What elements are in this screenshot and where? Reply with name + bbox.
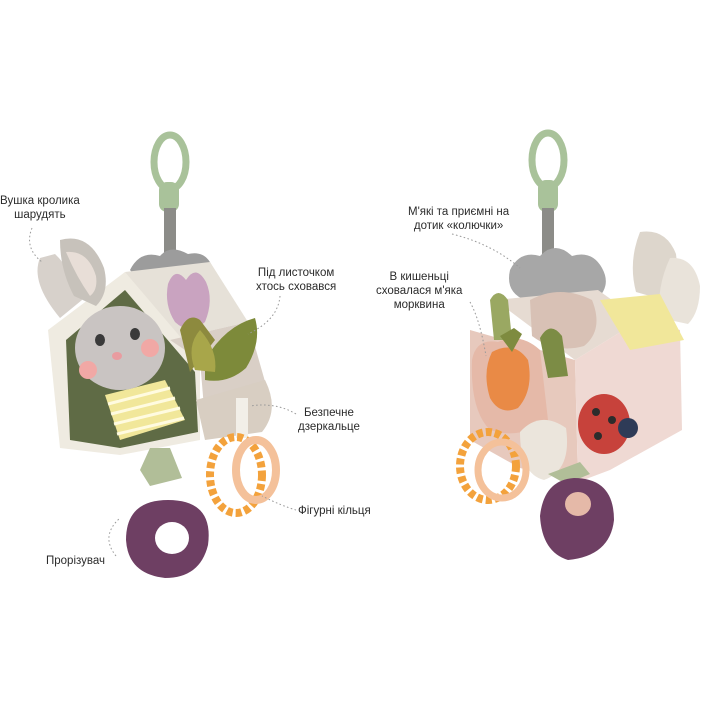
- rabbit-ear-left: [37, 254, 82, 318]
- hook-ring: [150, 131, 190, 193]
- callout-mirror: Безпечне дзеркальце: [298, 406, 360, 434]
- callout-soft-spikes-line2: дотик «колючки»: [413, 220, 504, 232]
- hook-clip: [159, 182, 179, 212]
- rabbit-ear-inner: [66, 251, 97, 296]
- callout-rabbit-ears: Вушка кролика шарудять: [0, 194, 80, 222]
- hedgehog-face: [530, 292, 597, 349]
- callout-mirror-line1: Безпечне: [303, 407, 354, 419]
- teether-hole-right: [565, 492, 591, 516]
- soft-spikes: [509, 248, 606, 300]
- callout-lines: [29, 227, 521, 557]
- hanging-strap: [164, 208, 176, 260]
- bunny-ear-front: [659, 257, 700, 324]
- hedgehog-cube-toy: [456, 129, 700, 560]
- callout-pocket-carrot-line1: В кишеньці: [389, 271, 449, 283]
- callout-teether-line1: Прорізувач: [46, 555, 106, 567]
- callout-pocket-carrot-line3: морквина: [393, 299, 445, 311]
- callout-soft-spikes-line1: М'які та приємні на: [408, 206, 510, 218]
- callout-teether: Прорізувач: [46, 554, 105, 568]
- rabbit-striped-body: [105, 380, 185, 440]
- callout-rabbit-ears-line1: Вушка кролика: [0, 195, 80, 207]
- rabbit-face: [75, 306, 165, 390]
- callout-rings-line1: Фігурні кільця: [298, 505, 371, 517]
- carrot: [486, 347, 530, 411]
- leaf-right-2: [540, 328, 568, 378]
- teether-ribbon: [140, 448, 182, 486]
- yellow-patch: [600, 294, 684, 350]
- teether-ribbon-right: [548, 462, 590, 484]
- leaf-right-1: [490, 293, 512, 340]
- orange-ring: [206, 433, 266, 517]
- callout-under-leaf-line1: Під листочком: [257, 267, 335, 279]
- callout-pocket-carrot: В кишеньці сховалася м'яка морквина: [376, 270, 462, 312]
- callout-rings: Фігурні кільця: [298, 504, 371, 518]
- plush-tail: [520, 419, 568, 480]
- callout-rabbit-ears-line2: шарудять: [14, 209, 66, 221]
- callout-under-leaf-line2: хтось сховався: [256, 281, 337, 293]
- hook-clip-right: [538, 180, 558, 212]
- peach-ring: [232, 436, 280, 504]
- rings-strap: [236, 398, 248, 438]
- callout-soft-spikes: М'які та приємні на дотик «колючки»: [408, 205, 509, 233]
- leaf-and-tulip: [166, 272, 258, 381]
- ladybug: [578, 394, 630, 454]
- mirror-panel: [196, 380, 272, 440]
- teether-hole: [155, 522, 189, 554]
- callout-under-leaf: Під листочком хтось сховався: [256, 266, 336, 294]
- carrot-top: [500, 328, 522, 352]
- ladybug-head: [618, 418, 638, 438]
- teether-right: [540, 478, 614, 560]
- callout-pocket-carrot-line2: сховалася м'яка: [376, 285, 463, 297]
- hook-ring-right: [528, 129, 568, 191]
- orange-ring-right: [456, 428, 520, 504]
- rabbit-cube-toy: [37, 131, 280, 578]
- callout-mirror-line2: дзеркальце: [298, 421, 360, 433]
- peach-ring-right: [474, 438, 530, 502]
